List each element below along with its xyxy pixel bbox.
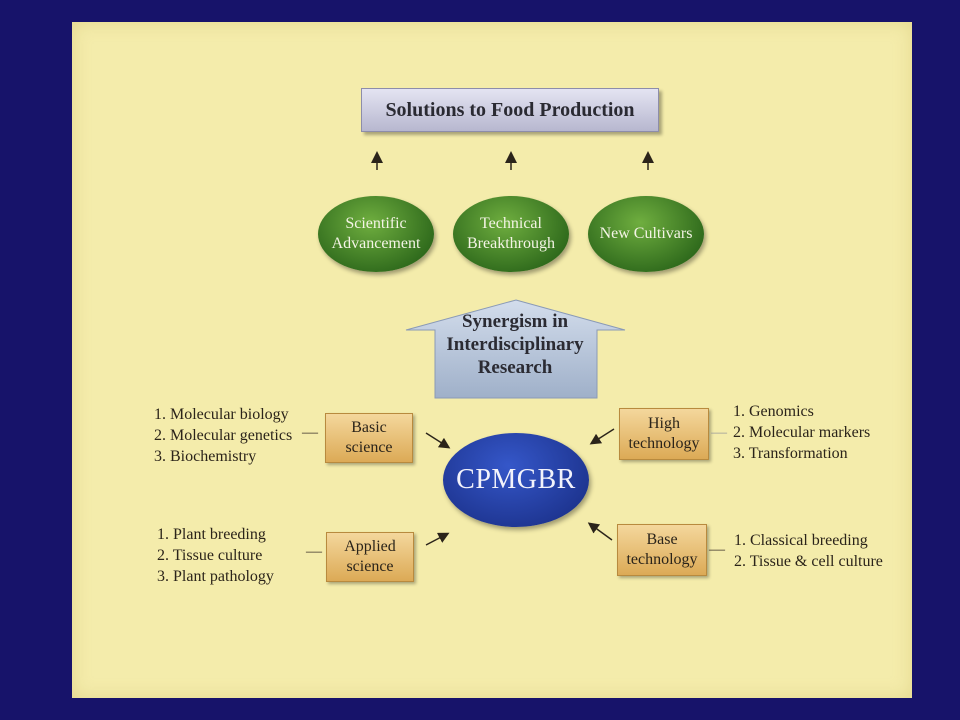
basic-science-box: Basic science xyxy=(325,413,413,463)
oval-label: New Cultivars xyxy=(599,225,693,242)
oval-label: Technical Breakthrough xyxy=(467,215,555,252)
oval-label: Scientific Advancement xyxy=(331,215,421,252)
technical-breakthrough-oval: Technical Breakthrough xyxy=(453,196,569,272)
box-label: High technology xyxy=(628,415,700,452)
list-item: 2. Tissue culture xyxy=(157,547,263,564)
applied-science-box: Applied science xyxy=(326,532,414,582)
list-item: 1. Plant breeding xyxy=(157,526,266,543)
base-technology-list: 1. Classical breeding 2. Tissue & cell c… xyxy=(734,530,883,572)
box-label: Applied science xyxy=(344,538,396,575)
dash-connector: — xyxy=(711,424,727,441)
arrow-applied-to-center xyxy=(425,532,450,546)
list-item: 2. Molecular markers xyxy=(733,424,871,441)
list-item: 1. Molecular biology xyxy=(154,406,289,423)
new-cultivars-oval: New Cultivars xyxy=(588,196,704,272)
list-item: 1. Genomics xyxy=(733,403,814,420)
dash-connector: — xyxy=(709,541,725,558)
base-technology-box: Base technology xyxy=(617,524,707,576)
dash-connector: — xyxy=(306,543,322,560)
high-technology-list: 1. Genomics 2. Molecular markers 3. Tran… xyxy=(733,401,870,464)
list-item: 3. Biochemistry xyxy=(154,448,257,465)
high-technology-box: High technology xyxy=(619,408,709,460)
synergy-arrow-shape xyxy=(405,299,626,399)
cpmgbr-oval: CPMGBR xyxy=(443,433,589,527)
box-label: Basic science xyxy=(345,419,393,456)
basic-science-list: 1. Molecular biology 2. Molecular geneti… xyxy=(154,404,292,467)
solutions-title-box: Solutions to Food Production xyxy=(361,88,659,132)
scientific-advancement-oval: Scientific Advancement xyxy=(318,196,434,272)
list-item: 3. Transformation xyxy=(733,445,848,462)
center-label: CPMGBR xyxy=(456,464,576,495)
applied-science-list: 1. Plant breeding 2. Tissue culture 3. P… xyxy=(157,524,274,587)
dash-connector: — xyxy=(302,424,318,441)
arrow-high-to-center xyxy=(589,428,615,445)
synergy-label: Synergism in Interdisciplinary Research xyxy=(446,311,584,378)
arrow-base-to-center xyxy=(587,522,613,541)
list-item: 2. Tissue & cell culture xyxy=(734,553,883,570)
list-item: 1. Classical breeding xyxy=(734,532,868,549)
list-item: 2. Molecular genetics xyxy=(154,427,293,444)
box-label: Base technology xyxy=(626,531,698,568)
arrow-basic-to-center xyxy=(425,432,451,449)
list-item: 3. Plant pathology xyxy=(157,568,274,585)
solutions-title: Solutions to Food Production xyxy=(385,98,635,121)
